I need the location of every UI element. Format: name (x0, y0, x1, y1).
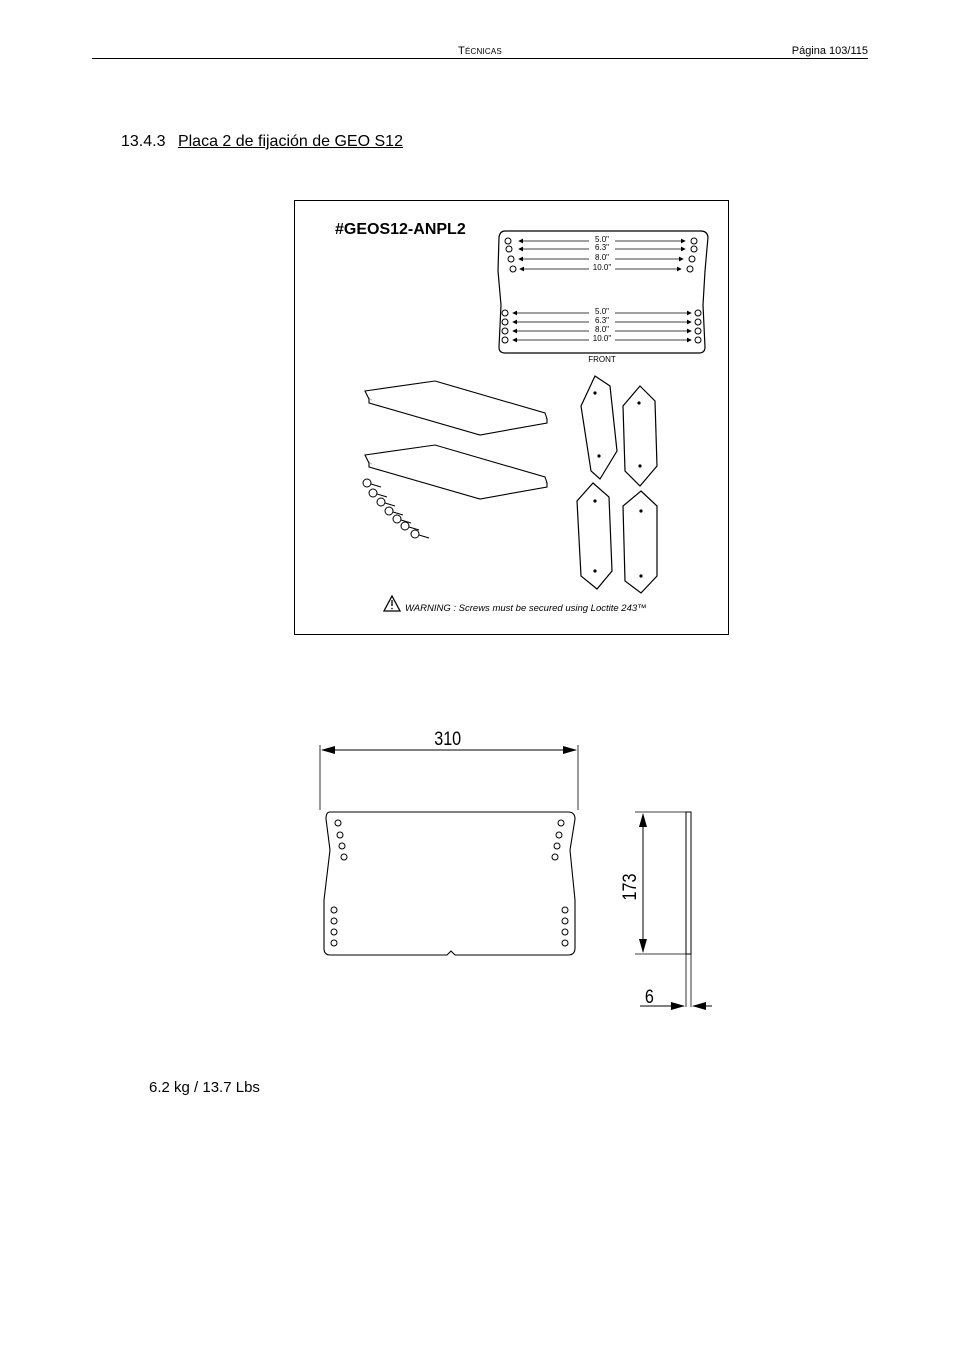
spacing-label-bottom: 6.3" (595, 316, 609, 325)
dimension-drawing: 310 173 6 (310, 725, 730, 1030)
part-code-label: #GEOS12-ANPL2 (335, 221, 466, 238)
section-heading: 13.4.3 Placa 2 de fijación de GEO S12 (121, 133, 403, 151)
spacing-label-bottom: 5.0" (595, 307, 609, 316)
plate-top-view (497, 230, 709, 354)
warning-icon (382, 594, 402, 612)
product-figure: #GEOS12-ANPL2 5.0" 6.3" 8.0" 10.0" 5 (294, 200, 729, 635)
product-illustration: #GEOS12-ANPL2 5.0" 6.3" 8.0" 10.0" 5 (335, 221, 709, 614)
spacing-label-bottom: 8.0" (595, 325, 609, 334)
plates-isometric (364, 380, 548, 500)
warning-text: WARNING : Screws must be secured using L… (405, 603, 647, 614)
spacing-label-top: 8.0" (595, 253, 609, 262)
spacing-label-top: 10.0" (593, 263, 612, 272)
plate-holes (330, 819, 569, 947)
height-dimension-label: 173 (619, 873, 641, 900)
section-number: 13.4.3 (121, 133, 166, 150)
section-title: Placa 2 de fijación de GEO S12 (177, 133, 403, 150)
plate-side-view (685, 811, 692, 955)
spacing-label-top: 5.0" (595, 235, 609, 244)
spacing-label-bottom: 10.0" (593, 334, 612, 343)
front-label: FRONT (588, 355, 616, 364)
width-dimension-label: 310 (434, 728, 461, 750)
spacing-label-top: 6.3" (595, 243, 609, 252)
screws (362, 478, 430, 539)
side-plates (576, 375, 658, 594)
plate-front-view (323, 811, 576, 956)
header-section-name: Técnicas (458, 45, 502, 57)
weight-value: 6.2 kg / 13.7 Lbs (149, 1079, 260, 1096)
page-header: Técnicas Página 103/115 (92, 44, 868, 59)
dimension-svg: 310 173 6 (319, 728, 712, 1010)
thickness-dimension-label: 6 (645, 986, 654, 1008)
header-page-number: Página 103/115 (791, 45, 868, 57)
